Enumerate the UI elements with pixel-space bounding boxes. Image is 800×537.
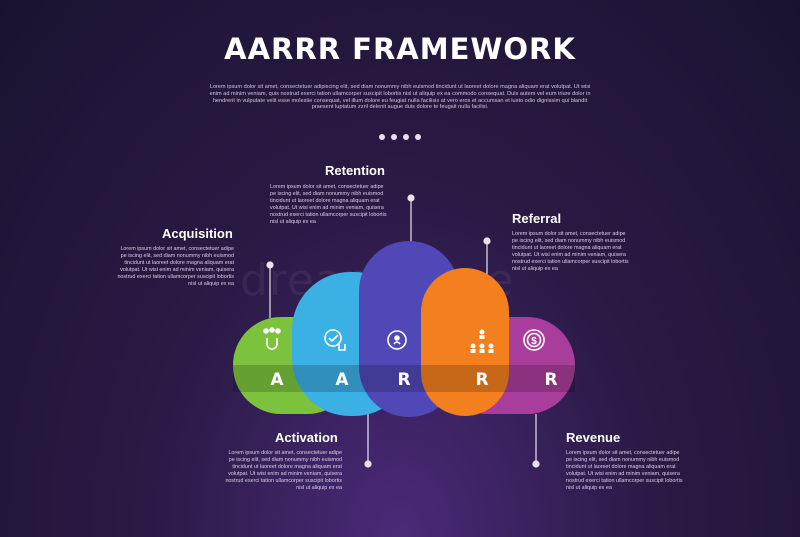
letter-band: [233, 365, 575, 392]
revenue-letter: R: [544, 370, 557, 390]
magnet-people-icon: [263, 327, 281, 350]
acquisition-text: Lorem ipsum dolor sit amet, consectetuer…: [117, 246, 234, 287]
referral-label: Referral: [512, 211, 562, 226]
svg-text:$: $: [531, 336, 537, 347]
revenue-label: Revenue: [566, 430, 621, 445]
retention-text: Lorem ipsum dolor sit amet, consectetuer…: [270, 184, 387, 225]
acquisition-letter: A: [270, 370, 284, 390]
recycle-user-icon: [387, 330, 407, 350]
touch-check-icon: [324, 329, 346, 351]
pagination-dots: [0, 127, 800, 145]
activation-letter: A: [335, 370, 349, 390]
network-people-icon: [470, 329, 494, 353]
connectors: [266, 194, 540, 468]
retention-label: Retention: [325, 163, 385, 178]
activation-text: Lorem ipsum dolor sit amet, consectetuer…: [225, 450, 342, 491]
activation-label: Activation: [275, 430, 338, 445]
page-title: AARRR FRAMEWORK: [224, 32, 576, 66]
dollar-coin-icon: $: [523, 329, 545, 351]
acquisition-label: Acquisition: [162, 226, 233, 241]
referral-letter: R: [475, 370, 488, 390]
retention-letter: R: [397, 370, 410, 390]
revenue-text: Lorem ipsum dolor sit amet, consectetuer…: [566, 450, 683, 491]
referral-shape: [421, 268, 509, 416]
intro-paragraph: Lorem ipsum dolor sit amet, consectetuer…: [209, 84, 591, 111]
referral-text: Lorem ipsum dolor sit amet, consectetuer…: [512, 231, 629, 272]
